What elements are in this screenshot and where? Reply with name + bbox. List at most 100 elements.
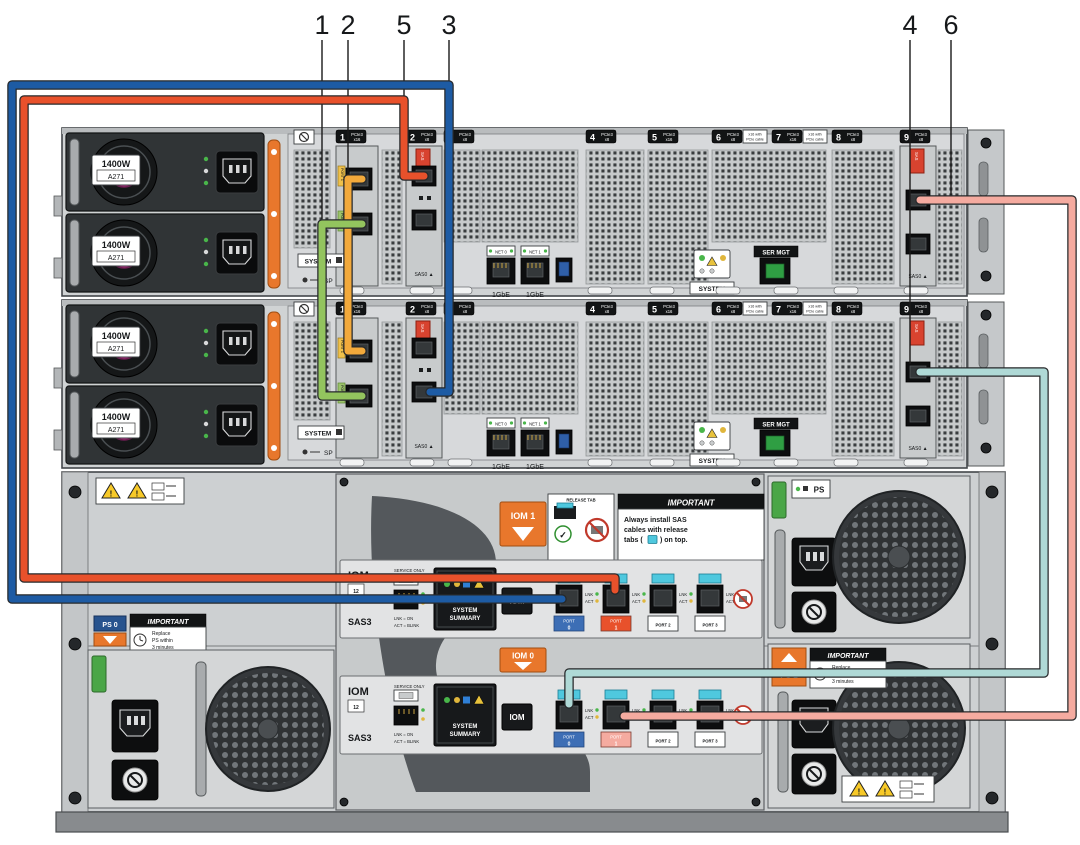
prohibited-icon: [293, 129, 315, 145]
svg-text:!: !: [110, 490, 113, 499]
sas-port-3: PORT 3 LNK ACT: [694, 573, 735, 632]
svg-text:PCIe3: PCIe3: [663, 132, 675, 137]
svg-text:PORT: PORT: [610, 619, 622, 624]
svg-text:x8: x8: [605, 137, 610, 142]
svg-text:NET 1: NET 1: [529, 250, 541, 255]
ser-mgt-port: SER MGT: [753, 245, 799, 285]
vent-panel: [381, 149, 403, 285]
warning-icon: [849, 780, 869, 797]
usb-port: [555, 257, 573, 283]
sas-cables: [7, 80, 1077, 721]
psu-bottom: [65, 213, 265, 293]
connector-icon: [554, 506, 576, 519]
svg-text:2: 2: [410, 133, 415, 143]
svg-text:PCIe3: PCIe3: [727, 132, 739, 137]
iom0-tab: IOM 0: [499, 647, 547, 673]
warning-icon: [473, 578, 485, 589]
callout-6: 6: [943, 10, 958, 40]
ps-power-inlet: [111, 699, 159, 753]
ps-power-inlet: [791, 699, 837, 749]
shelf-ps-bottom-left: [87, 649, 335, 809]
svg-text:ACT: ACT: [632, 599, 641, 604]
vent-panel: [585, 149, 645, 285]
release-tab-icon: [698, 573, 722, 584]
release-tab-icon: [651, 573, 675, 584]
callout-leaders: [321, 40, 952, 364]
callout-3: 3: [441, 10, 456, 40]
svg-text:PORT 3: PORT 3: [702, 623, 718, 628]
server-2-rear-panel: [54, 300, 1004, 471]
ps-power-switch: [111, 759, 159, 801]
svg-text:PCIe3: PCIe3: [847, 132, 859, 137]
svg-text:PORT: PORT: [563, 619, 575, 624]
svg-text:x16: x16: [354, 137, 361, 142]
svg-text:x8: x8: [919, 137, 924, 142]
svg-text:PCIe3: PCIe3: [601, 132, 613, 137]
ps-latch: [91, 655, 107, 693]
iom1-tab: IOM 1: [499, 501, 547, 547]
svg-text:IOM 1: IOM 1: [511, 511, 536, 521]
svg-text:) on top.: ) on top.: [660, 537, 688, 544]
ps0-tab: PS 0: [93, 615, 127, 647]
svg-text:12: 12: [353, 589, 359, 595]
svg-text:ACT: ACT: [726, 599, 735, 604]
important-sas-label: IMPORTANT Always install SAS cables with…: [617, 493, 765, 561]
rack-bracket: [967, 129, 1005, 295]
svg-text:LNK: LNK: [679, 592, 687, 597]
svg-text:ACT = BLINK: ACT = BLINK: [394, 623, 419, 628]
svg-text:1: 1: [340, 133, 345, 143]
svg-text:8: 8: [836, 133, 841, 143]
callout-4: 4: [902, 10, 917, 40]
warning-label-top-left: ! !: [95, 477, 185, 505]
ps-power-switch: [791, 591, 837, 633]
svg-text:IMPORTANT: IMPORTANT: [828, 653, 870, 660]
svg-text:3 minutes: 3 minutes: [152, 645, 174, 651]
svg-text:tabs (: tabs (: [624, 537, 643, 544]
shelf-bottom-rail: [55, 811, 1009, 833]
no-icon: [584, 517, 610, 543]
svg-text:5: 5: [652, 133, 657, 143]
svg-text:IOM 0: IOM 0: [512, 652, 534, 661]
ps-power-inlet: [791, 537, 837, 587]
svg-text:Replace: Replace: [832, 665, 851, 671]
callout-numbers: 1 2 5 3 4 6: [314, 10, 958, 40]
sp-label: SP: [324, 278, 333, 285]
svg-text:SYSTEM: SYSTEM: [699, 286, 726, 293]
svg-text:PCIe3: PCIe3: [421, 132, 433, 137]
callout-2: 2: [340, 10, 355, 40]
svg-text:x16 with: x16 with: [748, 133, 761, 137]
svg-text:PS within: PS within: [152, 638, 173, 644]
svg-text:ACT: ACT: [679, 599, 688, 604]
cable-4-cyan: [565, 368, 1048, 708]
cable-1-green: [318, 220, 366, 400]
no-touch-icon: [733, 589, 753, 609]
disk-shelf-rear: ! ! PS: [55, 471, 1009, 833]
svg-text:x8: x8: [425, 137, 430, 142]
right-flange: [978, 471, 1006, 813]
svg-text:!: !: [136, 490, 139, 499]
vent-panel: [711, 149, 827, 243]
svg-text:6: 6: [716, 133, 721, 143]
svg-text:LNK: LNK: [585, 592, 593, 597]
svg-text:IMPORTANT: IMPORTANT: [148, 619, 190, 626]
svg-text:LNK = ON: LNK = ON: [394, 616, 413, 621]
svg-text:SERVICE ONLY: SERVICE ONLY: [394, 568, 425, 573]
vent-panel: [937, 149, 963, 285]
svg-text:x8: x8: [463, 137, 468, 142]
vent-panel: [481, 149, 579, 243]
svg-text:PCIe3: PCIe3: [915, 132, 927, 137]
warning-icon: [706, 256, 718, 266]
svg-text:LNK: LNK: [726, 592, 734, 597]
svg-text:x16: x16: [666, 137, 673, 142]
svg-text:x8: x8: [731, 137, 736, 142]
gbe-label: 1GbE: [526, 292, 544, 299]
